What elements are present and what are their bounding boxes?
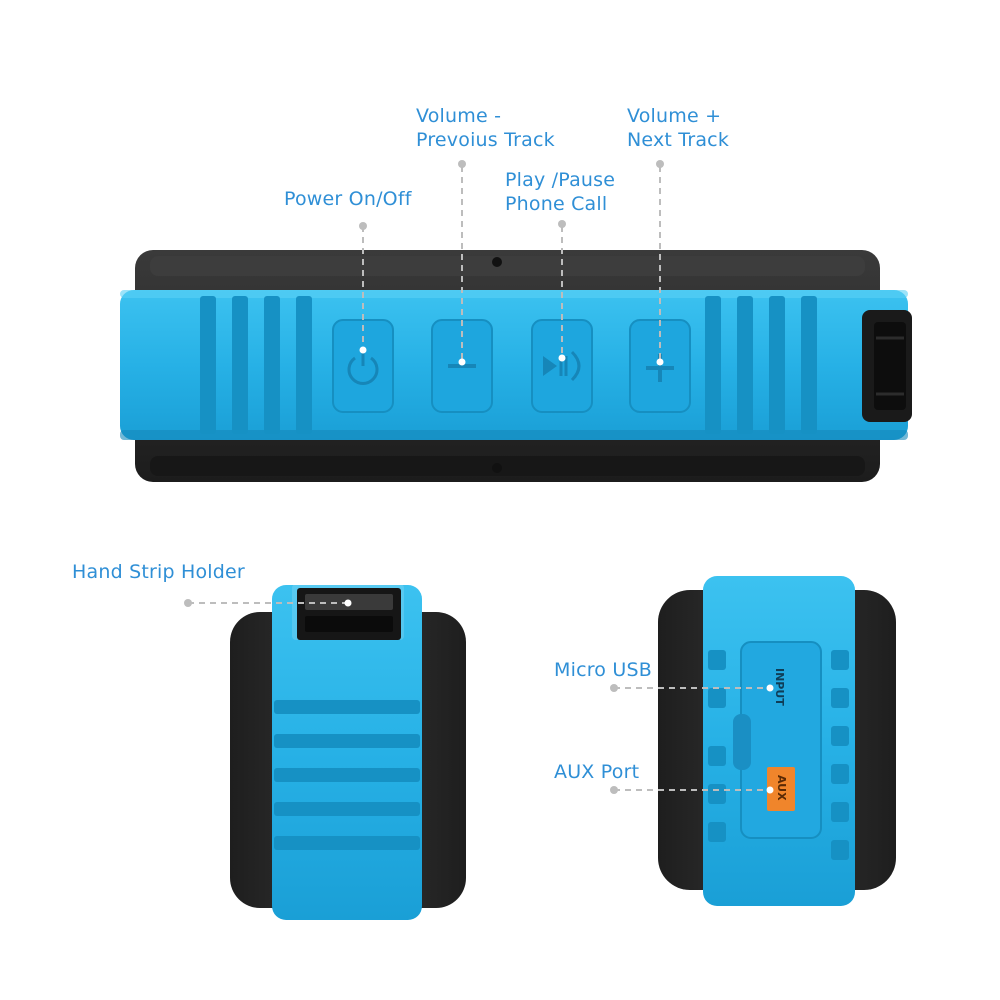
leader-dots	[184, 160, 664, 794]
label-volume-plus: Volume + Next Track	[627, 104, 729, 152]
label-hand-strip-holder: Hand Strip Holder	[72, 561, 245, 583]
leader-end-dots	[344, 346, 774, 794]
label-play-pause-line2: Phone Call	[505, 193, 608, 215]
label-volume-minus: Volume - Prevoius Track	[416, 104, 555, 152]
label-play-pause: Play /Pause Phone Call	[505, 168, 615, 216]
label-volume-minus-line1: Volume -	[416, 105, 502, 127]
label-play-pause-line1: Play /Pause	[505, 169, 616, 191]
label-volume-plus-line2: Next Track	[627, 129, 730, 151]
speaker-side-view-strap	[230, 584, 466, 920]
label-power: Power On/Off	[284, 188, 412, 210]
label-volume-plus-line1: Volume +	[627, 105, 722, 127]
label-volume-minus-line2: Prevoius Track	[416, 129, 555, 151]
label-aux-port: AUX Port	[554, 761, 640, 783]
play-pause-button[interactable]	[531, 319, 593, 413]
speaker-top-view	[120, 250, 912, 482]
leader-lines	[188, 166, 770, 791]
aux-port-marking: AUX	[775, 775, 788, 801]
label-micro-usb: Micro USB	[554, 659, 652, 681]
power-button[interactable]	[332, 319, 394, 413]
input-port-marking: INPUT	[773, 668, 786, 706]
speaker-side-view-ports: INPUT AUX	[658, 576, 896, 906]
